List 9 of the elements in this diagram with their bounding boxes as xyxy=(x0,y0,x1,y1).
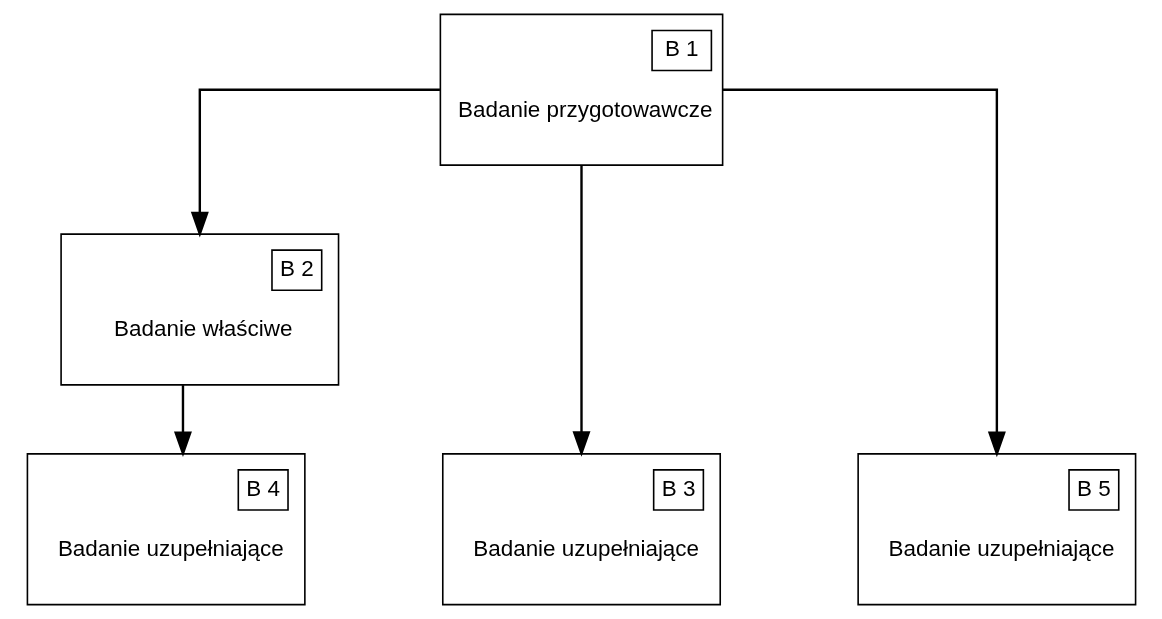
arrow xyxy=(190,88,440,238)
node-box: B 2 Badanie właściwe xyxy=(59,233,339,386)
arrow xyxy=(572,165,590,457)
node-box: B 3 Badanie uzupełniające xyxy=(441,453,721,606)
node-box: B 1 Badanie przygotowawcze xyxy=(439,13,723,166)
node-box: B 4 Badanie uzupełniające xyxy=(26,453,306,606)
arrow xyxy=(722,88,1006,458)
node-box: B 5 Badanie uzupełniające xyxy=(856,453,1136,606)
arrow xyxy=(173,385,192,458)
